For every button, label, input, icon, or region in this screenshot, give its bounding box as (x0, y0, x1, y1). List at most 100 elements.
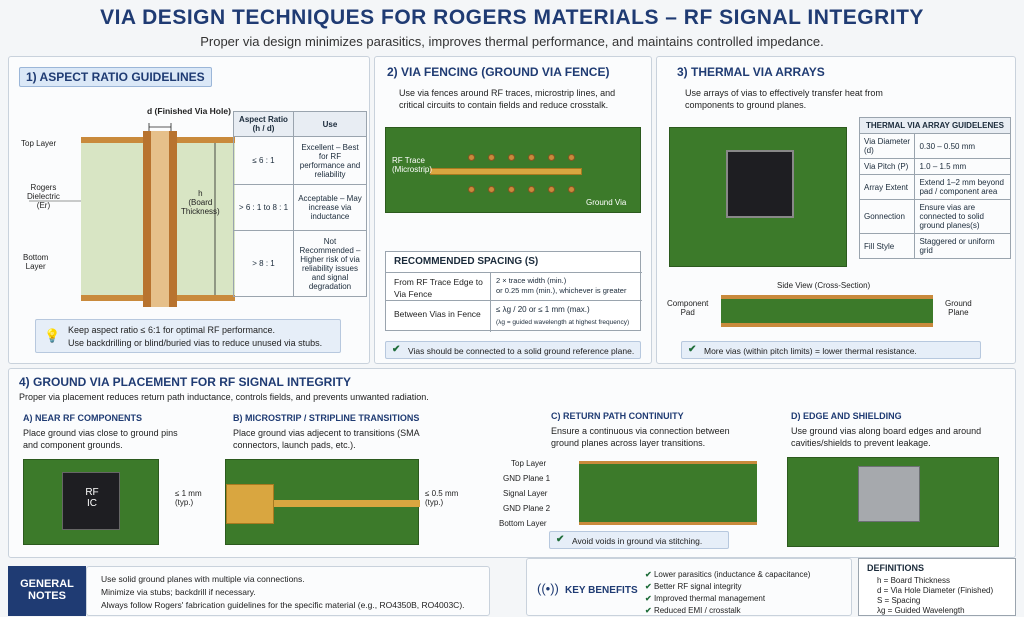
section1-title: 1) ASPECT RATIO GUIDELINES (19, 67, 212, 87)
table-cell: Extend 1–2 mm beyond pad / component are… (914, 174, 1011, 200)
general-note: Minimize via stubs; backdrill if necessa… (101, 587, 256, 597)
table-cell: Array Extent (858, 174, 916, 200)
bottom-layer-label: Bottom Layer (23, 253, 49, 271)
table-cell: 0.30 – 0.50 mm (914, 133, 1011, 159)
table-header-use: Use (293, 111, 367, 137)
spacing-row2-label: Between Vias in Fence (394, 309, 481, 319)
page-subtitle: Proper via design minimizes parasitics, … (200, 34, 824, 49)
divider (386, 300, 642, 301)
benefit-text: Reduced EMI / crosstalk (653, 606, 741, 615)
panel-via-fencing: 2) VIA FENCING (GROUND VIA FENCE) Use vi… (374, 56, 652, 364)
via (528, 154, 535, 161)
rf-trace-label: RF Trace (Microstrip) (392, 156, 432, 174)
via (488, 186, 495, 193)
sub-c-title: C) RETURN PATH CONTINUITY (551, 411, 684, 421)
sma-trace (274, 500, 420, 507)
thermal-note: ✔ More vias (within pitch limits) = lowe… (681, 341, 981, 359)
panel-thermal-via: 3) THERMAL VIA ARRAYS Use arrays of vias… (656, 56, 1016, 364)
section3-title: 3) THERMAL VIA ARRAYS (677, 65, 825, 79)
return-path-note: ✔ Avoid voids in ground via stitching. (549, 531, 729, 549)
via (528, 186, 535, 193)
c-layer-label: Bottom Layer (499, 519, 547, 528)
table-cell: Acceptable – May increase via inductance (293, 184, 367, 231)
sma-pcb (225, 459, 420, 545)
spacing-row1-label: From RF Trace Edge to Via Fence (394, 277, 483, 299)
check-icon: ✔ (688, 344, 697, 355)
benefit-item: ✔ Reduced EMI / crosstalk (645, 605, 741, 617)
sub-b-title: B) MICROSTRIP / STRIPLINE TRANSITIONS (233, 413, 420, 423)
definition-item: S = Spacing (877, 596, 921, 605)
sub-b-desc: Place ground vias adjecent to transition… (233, 428, 420, 450)
via (568, 154, 575, 161)
table-cell: Fill Style (858, 233, 916, 259)
divider (490, 272, 491, 332)
ground-via-label: Ground Via (586, 198, 627, 207)
table-cell: Ensure vias are connected to solid groun… (914, 199, 1011, 234)
benefit-item: ✔ Improved thermal management (645, 593, 765, 605)
check-icon: ✔ (645, 582, 654, 591)
spacing-row1-value: 2 × trace width (min.) or 0.25 mm (min.)… (496, 276, 627, 295)
via (568, 186, 575, 193)
section2-title: 2) VIA FENCING (GROUND VIA FENCE) (387, 65, 610, 79)
page-title: VIA DESIGN TECHNIQUES FOR ROGERS MATERIA… (100, 6, 924, 29)
fencing-note-text: Vias should be connected to a solid grou… (408, 346, 635, 356)
definition-item: λg = Guided Wavelength (877, 606, 965, 615)
via (508, 186, 515, 193)
general-note: Always follow Rogers' fabrication guidel… (101, 600, 465, 610)
panel-ground-via-placement: 4) GROUND VIA PLACEMENT FOR RF SIGNAL IN… (8, 368, 1016, 558)
via (468, 154, 475, 161)
fencing-desc: Use via fences around RF traces, microst… (399, 88, 616, 110)
antenna-icon: ((•)) (537, 581, 559, 596)
general-notes-label: GENERAL NOTES (8, 566, 86, 616)
table-cell: Gonnection (858, 199, 916, 234)
qfn-chip (726, 150, 794, 218)
sub-b-dim: ≤ 0.5 mm (typ.) (425, 489, 459, 507)
via-cross-section (29, 123, 235, 307)
ground-plane-label: Ground Plane (945, 299, 972, 317)
rf-trace (430, 168, 582, 175)
d-label: d (Finished Via Hole) (147, 106, 231, 116)
rf-ic-chip: RF IC (62, 472, 120, 530)
check-icon: ✔ (645, 594, 654, 603)
table-cell: 1.0 – 1.5 mm (914, 158, 1011, 175)
benefit-text: Lower parasitics (inductance & capacitan… (653, 570, 811, 579)
sma-connector (226, 484, 274, 524)
table-cell: Staggered or uniform grid (914, 233, 1011, 259)
thermal-cross-section (721, 295, 933, 327)
dielectric-label: Rogers Dielectric (Er) (27, 183, 60, 210)
sub-c-desc: Ensure a continuous via connection betwe… (551, 426, 730, 448)
c-layer-label: GND Plane 2 (503, 504, 551, 513)
aspect-ratio-note: 💡 Keep aspect ratio ≤ 6:1 for optimal RF… (35, 319, 341, 353)
via (468, 186, 475, 193)
spacing-row2-sub: (λg = guided wavelength at highest frequ… (496, 319, 630, 326)
via (548, 154, 555, 161)
benefit-text: Better RF signal integrity (653, 582, 742, 591)
sub-a-desc: Place ground vias close to ground pins a… (23, 428, 178, 450)
spacing-title: RECOMMENDED SPACING (S) (394, 256, 539, 267)
shield-pcb (787, 457, 999, 547)
aspect-ratio-table: Aspect Ratio (h / d) Use ≤ 6 : 1 Excelle… (233, 111, 367, 297)
definitions-box: DEFINITIONS h = Board Thickness d = Via … (858, 558, 1016, 616)
key-benefits-title: KEY BENEFITS (565, 585, 638, 596)
table-cell: Excellent – Best for RF performance and … (293, 136, 367, 185)
sub-a-title: A) NEAR RF COMPONENTS (23, 413, 142, 423)
rf-ic-label: RF IC (85, 487, 99, 509)
note-line-2: Use backdrilling or blind/buried vias to… (68, 338, 323, 348)
section4-desc: Proper via placement reduces return path… (19, 392, 429, 402)
c-layer-label: GND Plane 1 (503, 474, 551, 483)
sub-d-title: D) EDGE AND SHIELDING (791, 411, 902, 421)
thermal-desc: Use arrays of vias to effectively transf… (685, 88, 883, 110)
c-layer-label: Signal Layer (503, 489, 548, 498)
via (488, 154, 495, 161)
table-cell: ≤ 6 : 1 (233, 136, 294, 185)
fencing-pcb: RF Trace (Microstrip) Ground Via (385, 127, 641, 213)
sub-d-desc: Use ground vias along board edges and ar… (791, 426, 982, 448)
via (508, 154, 515, 161)
c-layer-label: Top Layer (511, 459, 547, 468)
general-note: Use solid ground planes with multiple vi… (101, 574, 305, 584)
general-notes-panel: Use solid ground planes with multiple vi… (86, 566, 490, 616)
check-icon: ✔ (645, 570, 654, 579)
definitions-title: DEFINITIONS (867, 563, 925, 573)
benefit-item: ✔ Better RF signal integrity (645, 581, 742, 593)
thermal-table-title: THERMAL VIA ARRAY GUIDELENES (859, 117, 1011, 134)
